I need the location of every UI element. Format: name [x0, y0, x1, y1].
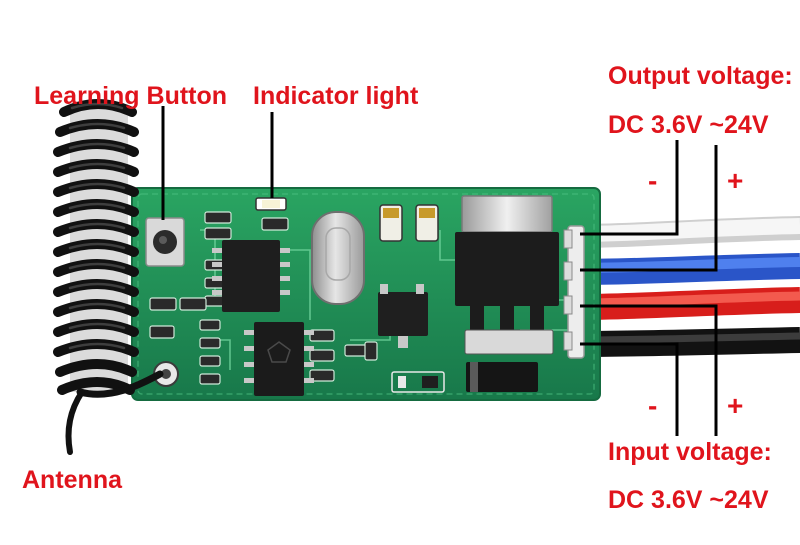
output-plus-sign: +: [727, 165, 744, 196]
indicator-light-label: Indicator light: [253, 82, 419, 110]
output-voltage-range: DC 3.6V ~24V: [608, 111, 769, 139]
crystal-oscillator: [311, 211, 365, 305]
output-voltage-title: Output voltage:: [608, 62, 793, 90]
learning-button-label: Learning Button: [34, 82, 228, 110]
smd-components: [149, 211, 378, 385]
wires: [563, 216, 800, 357]
decoder-chip: [212, 240, 290, 312]
learning-button-part: [145, 217, 185, 267]
pcb-board: [131, 187, 601, 401]
output-plus-line: [580, 145, 718, 272]
callout-lines: [161, 106, 718, 436]
voltage-regulator: [455, 195, 559, 355]
output-minus-sign: -: [648, 165, 658, 196]
input-minus-line: [580, 342, 679, 436]
input-minus-sign: -: [648, 390, 658, 421]
coiled-antenna: [53, 99, 164, 455]
transistor: [378, 284, 428, 348]
input-plus-line: [580, 304, 718, 436]
diode: [466, 362, 538, 392]
input-voltage-range: DC 3.6V ~24V: [608, 486, 769, 514]
antenna-label: Antenna: [22, 466, 122, 494]
receiver-chip: [244, 322, 314, 396]
input-plus-sign: +: [727, 390, 744, 421]
capacitors: [379, 204, 439, 242]
wire-connector: [563, 225, 585, 359]
input-voltage-title: Input voltage:: [608, 438, 772, 466]
output-minus-line: [580, 140, 679, 236]
indicator-led: [255, 197, 287, 211]
